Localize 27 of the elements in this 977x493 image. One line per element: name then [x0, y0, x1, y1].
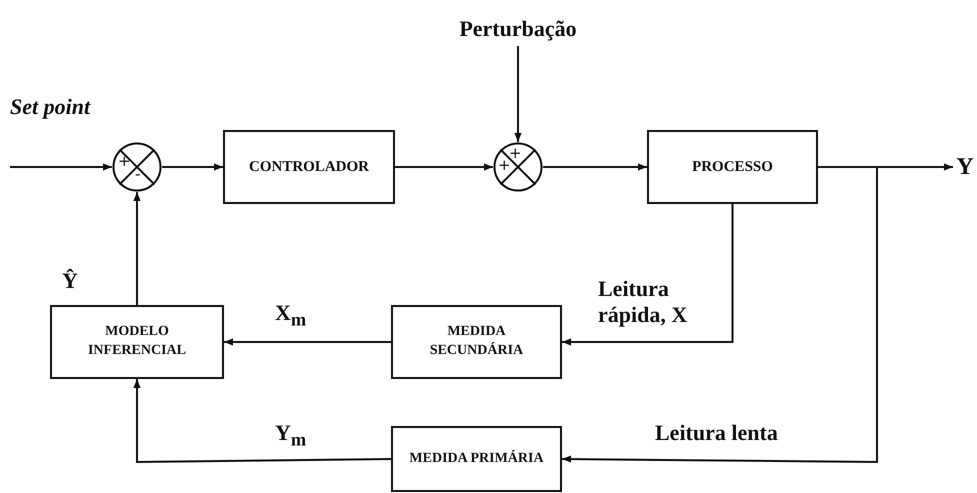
arrow	[514, 46, 522, 142]
arrow	[562, 204, 734, 346]
process-block: MEDIDA SECUNDÁRIA	[391, 305, 562, 379]
sign-label: +	[118, 154, 131, 169]
sign-label: +	[498, 158, 511, 173]
process-block: MODELO INFERENCIAL	[50, 305, 224, 379]
arrow	[224, 338, 391, 346]
edge-label: Leitura lenta	[655, 420, 779, 446]
arrow	[162, 163, 223, 171]
edge-label: Set point	[10, 94, 92, 120]
sign-label: -	[135, 167, 140, 182]
arrow	[562, 166, 878, 463]
arrow	[395, 163, 493, 171]
edge-label: Y$_{m}$	[275, 420, 308, 452]
arrow	[133, 379, 392, 464]
arrow	[10, 163, 112, 171]
edge-label: X$_{m}$	[275, 300, 308, 332]
process-block: CONTROLADOR	[223, 130, 395, 204]
arrow	[133, 192, 141, 305]
sign-label: +	[509, 146, 522, 161]
edge-label: Leitura rápida, X	[598, 276, 688, 329]
process-block: MEDIDA PRIMÁRIA	[391, 426, 562, 492]
process-block: PROCESSO	[647, 130, 818, 204]
arrow	[543, 163, 647, 171]
node-caption: Ŷ	[62, 268, 78, 294]
signal-label: Y	[956, 154, 974, 180]
signal-label: Perturbação	[459, 16, 577, 42]
